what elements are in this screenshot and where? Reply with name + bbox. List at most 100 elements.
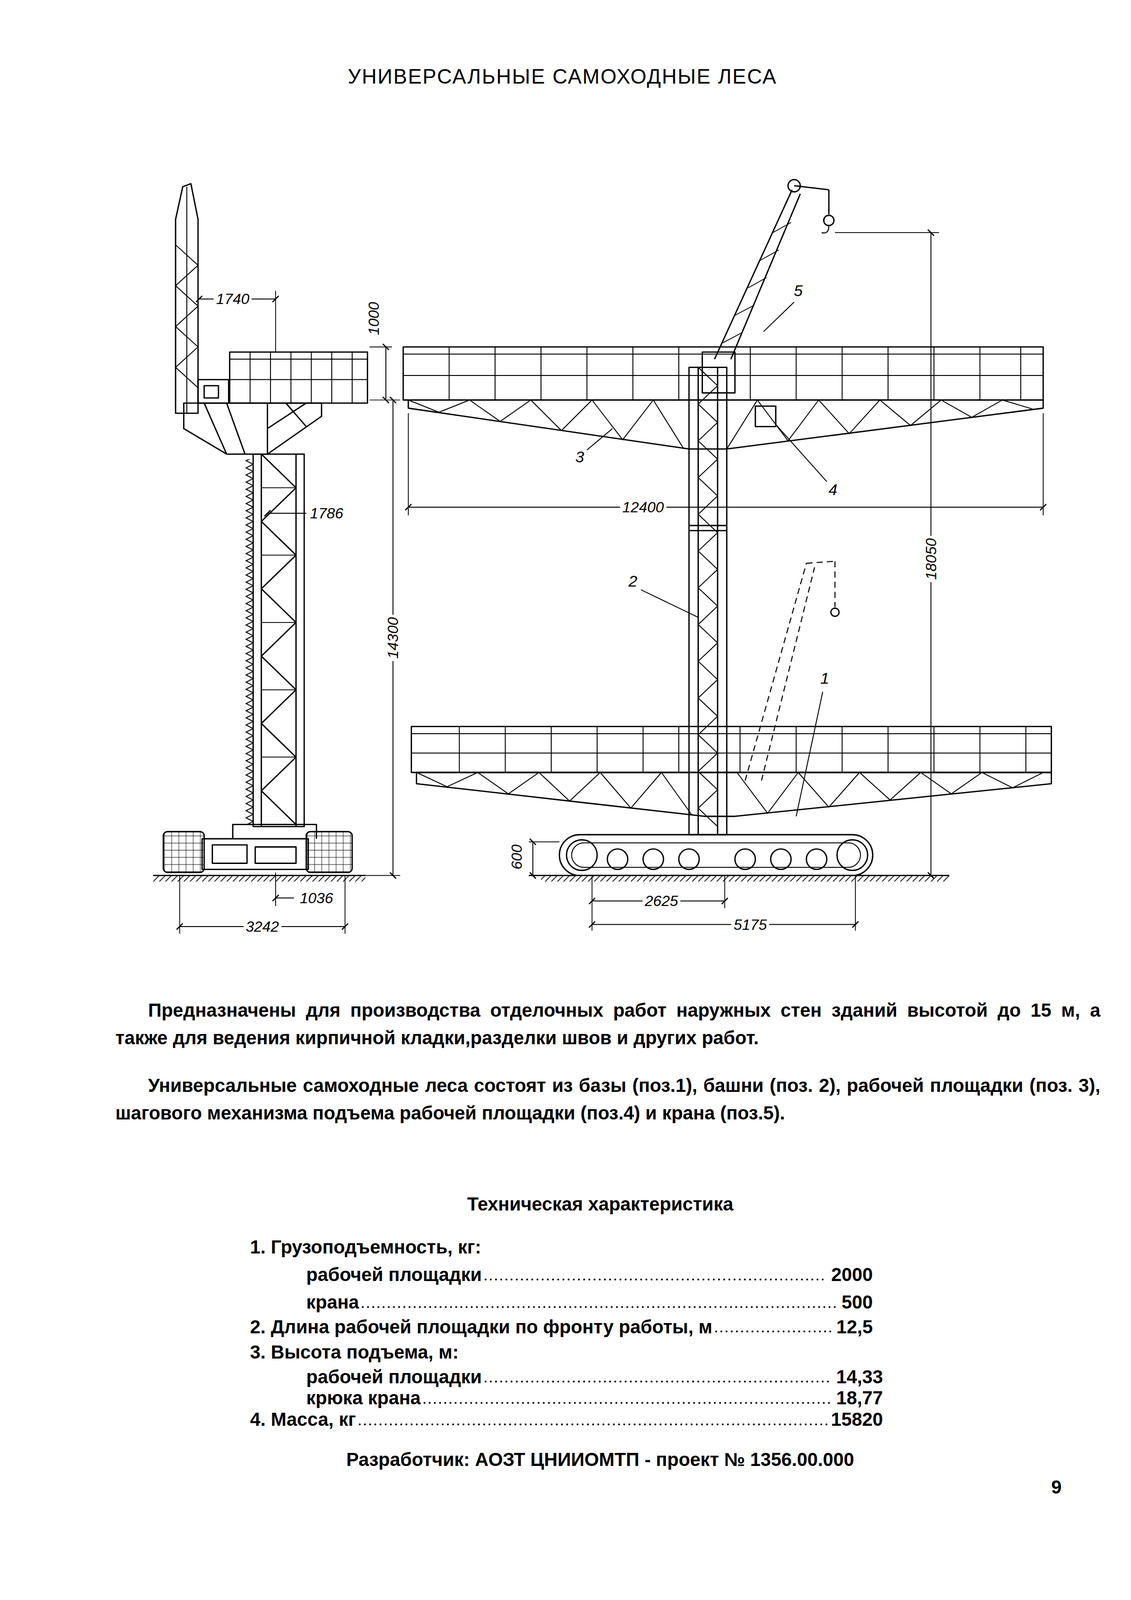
front-view: [806, 561, 835, 564]
front-view: [411, 726, 1052, 773]
front-view: [532, 842, 534, 876]
dimension-label: 5175: [731, 916, 769, 934]
dimension-label: 2625: [642, 892, 681, 911]
side-view: [306, 832, 353, 873]
front-view: [566, 839, 598, 871]
front-view: [745, 563, 807, 781]
spec-value: 15820: [831, 1408, 883, 1431]
page-title: УНИВЕРСАЛЬНЫЕ САМОХОДНЫЕ ЛЕСА: [348, 64, 778, 89]
side-view: [153, 183, 401, 934]
spec-item: крана: [306, 1291, 360, 1314]
side-view: [229, 352, 368, 404]
front-view: [459, 726, 1026, 773]
body-paragraph: Универсальные самоходные леса состоят из…: [115, 1072, 1101, 1128]
spec-item: рабочей площадки: [306, 1264, 483, 1286]
dimension-label: 18050: [922, 536, 940, 583]
front-view: [407, 413, 409, 516]
spec-value: 14,33: [836, 1366, 883, 1388]
front-view: [689, 525, 727, 531]
front-view: [540, 875, 950, 883]
front-view: [591, 875, 593, 932]
front-view: [586, 302, 827, 817]
side-view: [344, 875, 346, 935]
front-view: [717, 367, 719, 836]
side-view: [275, 897, 294, 899]
front-view: [722, 222, 791, 343]
side-view: [253, 454, 305, 827]
front-view: [408, 506, 1044, 508]
spec-item: 3. Высота подъема, м:: [249, 1341, 459, 1364]
spec-value: 500: [841, 1291, 873, 1314]
side-view: [275, 291, 277, 353]
drawing-lines: [153, 179, 1052, 935]
dimension-label: 600: [507, 845, 526, 870]
side-view: [202, 839, 309, 870]
front-view: [403, 179, 1052, 932]
side-view: [261, 454, 296, 825]
side-view: [260, 454, 263, 827]
dimension-label: 1000: [364, 301, 383, 335]
front-view: [559, 834, 873, 876]
side-view: [267, 512, 306, 514]
front-view: [698, 367, 719, 827]
side-view: [204, 385, 219, 399]
dimension-label: 1786: [310, 505, 344, 523]
callout-number: 5: [793, 281, 803, 300]
front-view: [702, 352, 735, 393]
side-view: [385, 347, 387, 401]
side-view: [175, 183, 199, 414]
front-view: [448, 347, 1021, 401]
dimension-label: 12400: [619, 498, 667, 517]
spec-item: рабочей площадки: [306, 1366, 483, 1388]
spec-item: 4. Масса, кг: [249, 1408, 356, 1431]
dot-leader: [485, 1380, 833, 1383]
front-view: [403, 347, 1044, 401]
page-number: 9: [1051, 1476, 1062, 1499]
front-view: [854, 875, 856, 932]
front-view: [591, 924, 856, 926]
dot-leader: [359, 1423, 828, 1426]
front-view: [714, 189, 793, 360]
dimension-label: 14300: [384, 614, 402, 662]
callout-number: 4: [828, 480, 838, 499]
developer-note: Разработчик: АОЗТ ЦНИИОМТП - проект № 13…: [346, 1449, 854, 1471]
front-view: [823, 215, 834, 226]
side-view: [295, 454, 297, 827]
front-view: [643, 849, 664, 870]
front-view: [528, 841, 560, 843]
side-view: [175, 186, 199, 414]
front-view: [689, 367, 727, 836]
dot-leader: [716, 1330, 833, 1333]
dot-leader: [362, 1306, 839, 1309]
spec-item: 1. Грузоподъемность, кг:: [249, 1236, 482, 1259]
side-view: [163, 832, 205, 873]
front-view: [416, 772, 1052, 817]
front-view: [416, 772, 692, 816]
side-view: [369, 399, 401, 401]
front-view: [831, 608, 840, 617]
front-view: [411, 733, 1052, 754]
front-view: [755, 406, 776, 427]
front-view: [834, 561, 836, 608]
front-view: [724, 875, 726, 909]
front-view: [788, 179, 801, 193]
front-view: [834, 232, 939, 234]
front-view: [726, 400, 1033, 450]
side-view: [153, 875, 366, 883]
front-view: [730, 193, 801, 360]
front-view: [761, 567, 815, 782]
front-view: [770, 849, 792, 870]
front-view: [1042, 413, 1044, 516]
front-view: [837, 839, 868, 871]
front-view: [408, 400, 684, 450]
side-view: [183, 403, 322, 455]
spec-item: 2. Длина рабочей площадки по фронту рабо…: [249, 1316, 713, 1338]
front-view: [737, 772, 1044, 814]
dot-leader: [485, 1279, 828, 1281]
front-view: [828, 189, 830, 214]
spec-value: 2000: [831, 1264, 873, 1286]
front-view: [806, 849, 827, 870]
